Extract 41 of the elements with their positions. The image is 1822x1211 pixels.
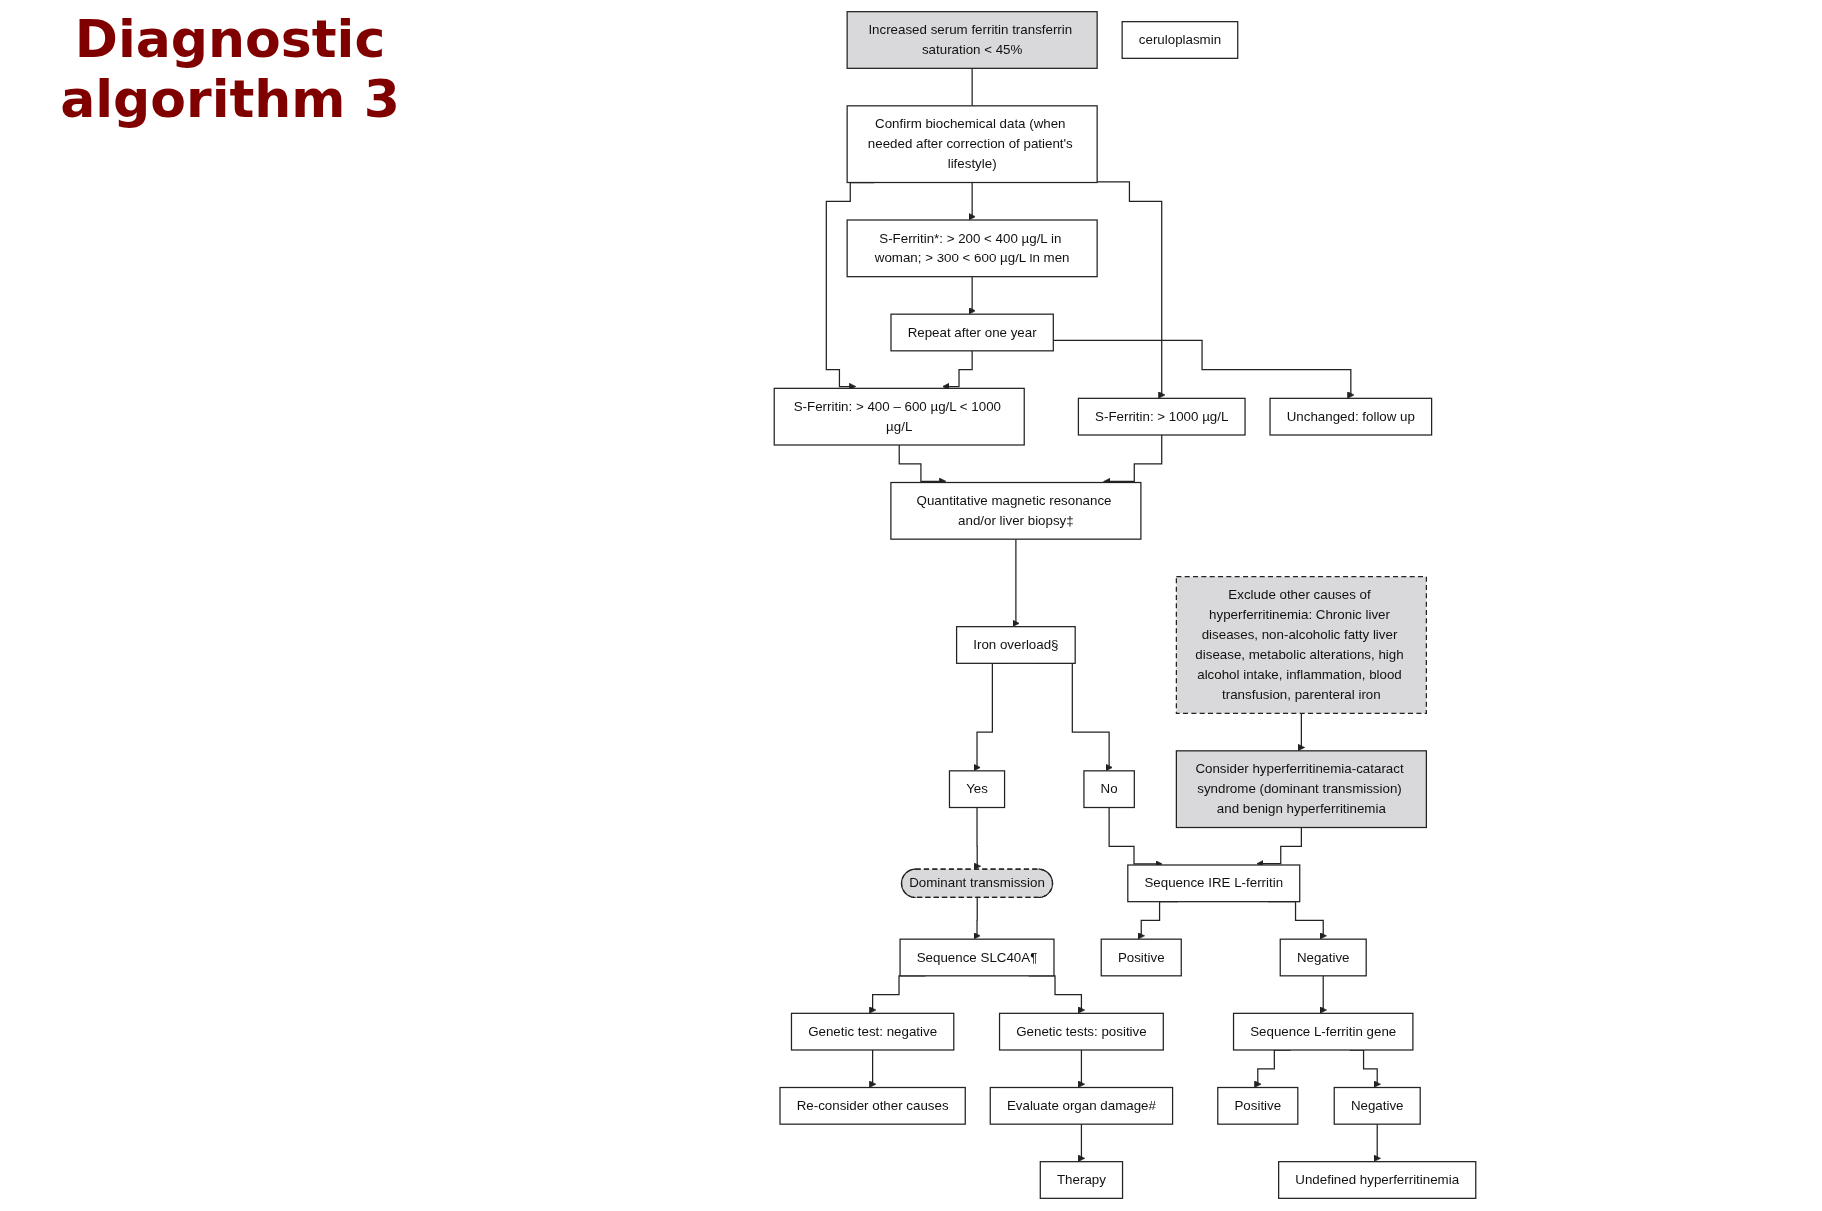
node-box: S-Ferritin*: > 200 < 400 µg/L in woman; > 300 < 600 µg/L in men [846, 219, 1098, 278]
node-box: Sequence SLC40A¶ [899, 938, 1055, 977]
arrow [973, 897, 981, 940]
arrow [1297, 712, 1306, 752]
arrow [868, 1049, 877, 1088]
arrow [968, 276, 976, 315]
node-box: Evaluate organ damage# [989, 1086, 1174, 1125]
arrow [973, 806, 982, 870]
diagram-title: Diagnostic algorithm 3 [59, 10, 401, 130]
node-box: Therapy [1039, 1161, 1124, 1199]
node-box: Unchanged: follow up [1269, 397, 1433, 436]
node-box: S-Ferritin: > 1000 µg/L [1077, 397, 1246, 436]
node-box: Increased serum ferritin transferrin saturation < 45% [846, 11, 1098, 69]
node-box: Yes [948, 770, 1006, 809]
node-box: Consider hyperferritinemia-cataract syndrome (dominant transmission) and benign hyperferritinemia [1175, 750, 1427, 829]
node-box: Repeat after one year [890, 313, 1054, 352]
node-box: Positive [1217, 1086, 1299, 1125]
arrow [1077, 1123, 1086, 1162]
node-box: Genetic test: negative [790, 1012, 955, 1051]
node-box: Genetic tests: positive [998, 1012, 1164, 1051]
arrow [1012, 538, 1020, 627]
node-box: Sequence L-ferritin gene [1232, 1012, 1414, 1051]
arrow [1096, 181, 1166, 399]
arrow [1373, 1123, 1381, 1162]
arrow [968, 181, 976, 221]
node-box: Negative [1279, 938, 1367, 977]
node-box: Quantitative magnetic resonance and/or liver biopsy‡ [890, 481, 1142, 540]
node-box: Undefined hyperferritinemia [1278, 1161, 1477, 1199]
node-box: ceruloplasmin [1121, 21, 1239, 59]
connector [971, 67, 973, 107]
node-box: No [1083, 770, 1135, 809]
node-box: Iron overload§ [955, 626, 1076, 664]
node-box: Sequence IRE L-ferritin [1127, 864, 1301, 903]
node-box: Re-consider other causes [779, 1086, 966, 1125]
arrow [1319, 975, 1327, 1014]
node-box: Positive [1100, 938, 1182, 977]
node-box: Negative [1333, 1086, 1421, 1125]
node-box: Exclude other causes of hyperferritinemia: Chronic liver diseases, non-alcoholic fatty liver disease, metabolic alterations, high alcohol intake, inflammation, blood transfusion, parenteral iron [1175, 576, 1427, 714]
node-box: S-Ferritin: > 400 – 600 µg/L < 1000 µg/L [773, 387, 1025, 446]
node-box: Confirm biochemical data (when needed after correction of patient's lifestyle) [846, 105, 1098, 184]
arrow [1077, 1049, 1086, 1088]
